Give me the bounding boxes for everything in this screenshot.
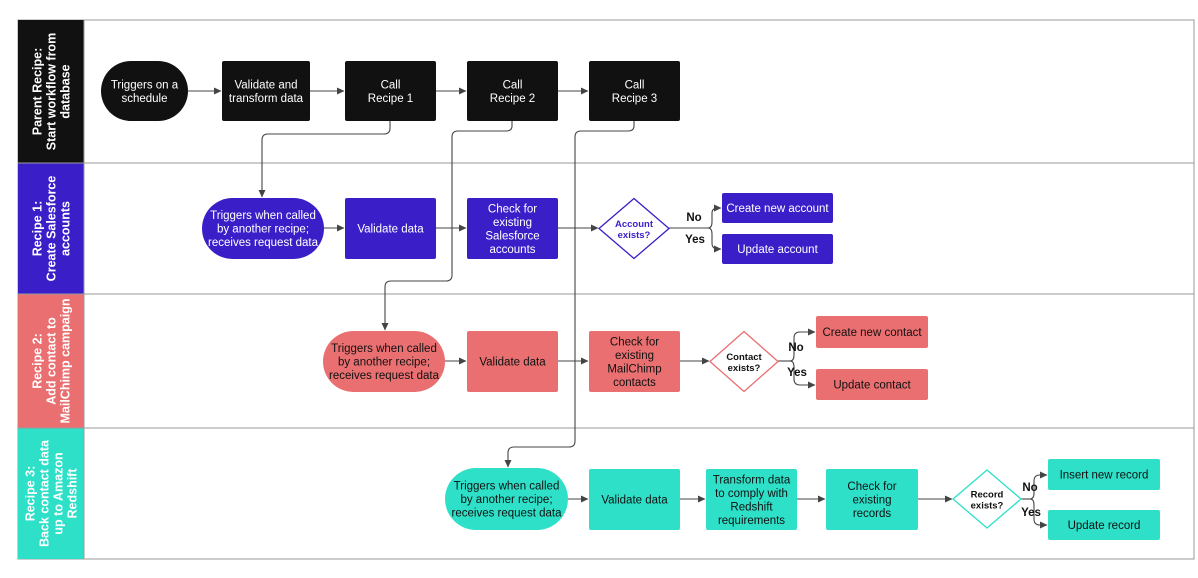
r1-update-node: Update account	[722, 234, 833, 264]
r1-create-node-label: Create new account	[726, 203, 829, 215]
lane-header-recipe2	[18, 294, 84, 428]
branch-arrow-no	[1029, 471, 1048, 500]
r3-validate-node: Validate data	[589, 469, 680, 530]
branch-label-r1-no: No	[686, 212, 701, 224]
lane-label-parent: Parent Recipe:Start workflow fromdatabas…	[31, 33, 73, 150]
r1-validate-node-label: Validate data	[357, 224, 424, 236]
lane-label-recipe1: Recipe 1:Create Salesforceaccounts	[31, 176, 73, 282]
branch-arrow-yes	[789, 360, 816, 389]
r3-insert-node: Insert new record	[1048, 459, 1160, 490]
branch-label-r3-yes: Yes	[1021, 507, 1041, 519]
lane-header-parent	[18, 20, 84, 163]
r2-update-node-label: Update contact	[833, 380, 911, 392]
call-connector-recipe-2	[381, 121, 513, 331]
call-connector-recipe-3	[504, 121, 635, 468]
branch-label-r1-yes: Yes	[685, 234, 705, 246]
branch-arrow-no	[789, 328, 816, 362]
r3-update-node-label: Update record	[1068, 520, 1141, 532]
lane-label-recipe3: Recipe 3:Back contact dataup to AmazonRe…	[24, 439, 80, 547]
r1-create-node: Create new account	[722, 193, 833, 223]
lane-label-recipe2: Recipe 2:Add contact toMailChimp campaig…	[31, 298, 73, 423]
branch-arrow-yes	[1029, 498, 1048, 529]
r1-validate-node: Validate data	[345, 198, 436, 259]
r3-validate-node-label: Validate data	[601, 495, 668, 507]
branch-arrow-no	[707, 204, 722, 229]
lane-header-recipe1	[18, 163, 84, 294]
r2-validate-node: Validate data	[467, 331, 558, 392]
branch-label-r3-no: No	[1022, 482, 1037, 494]
r2-create-node-label: Create new contact	[822, 327, 922, 339]
r2-update-node: Update contact	[816, 369, 928, 400]
call-connector-recipe-1	[258, 121, 391, 198]
r2-validate-node-label: Validate data	[479, 357, 546, 369]
branch-arrow-yes	[707, 227, 722, 253]
r1-update-node-label: Update account	[737, 244, 818, 256]
r3-insert-node-label: Insert new record	[1060, 470, 1149, 482]
branch-label-r2-no: No	[788, 342, 803, 354]
lane-header-recipe3	[18, 428, 84, 559]
r2-create-node: Create new contact	[816, 316, 928, 348]
r3-update-node: Update record	[1048, 510, 1160, 540]
branch-label-r2-yes: Yes	[787, 367, 807, 379]
